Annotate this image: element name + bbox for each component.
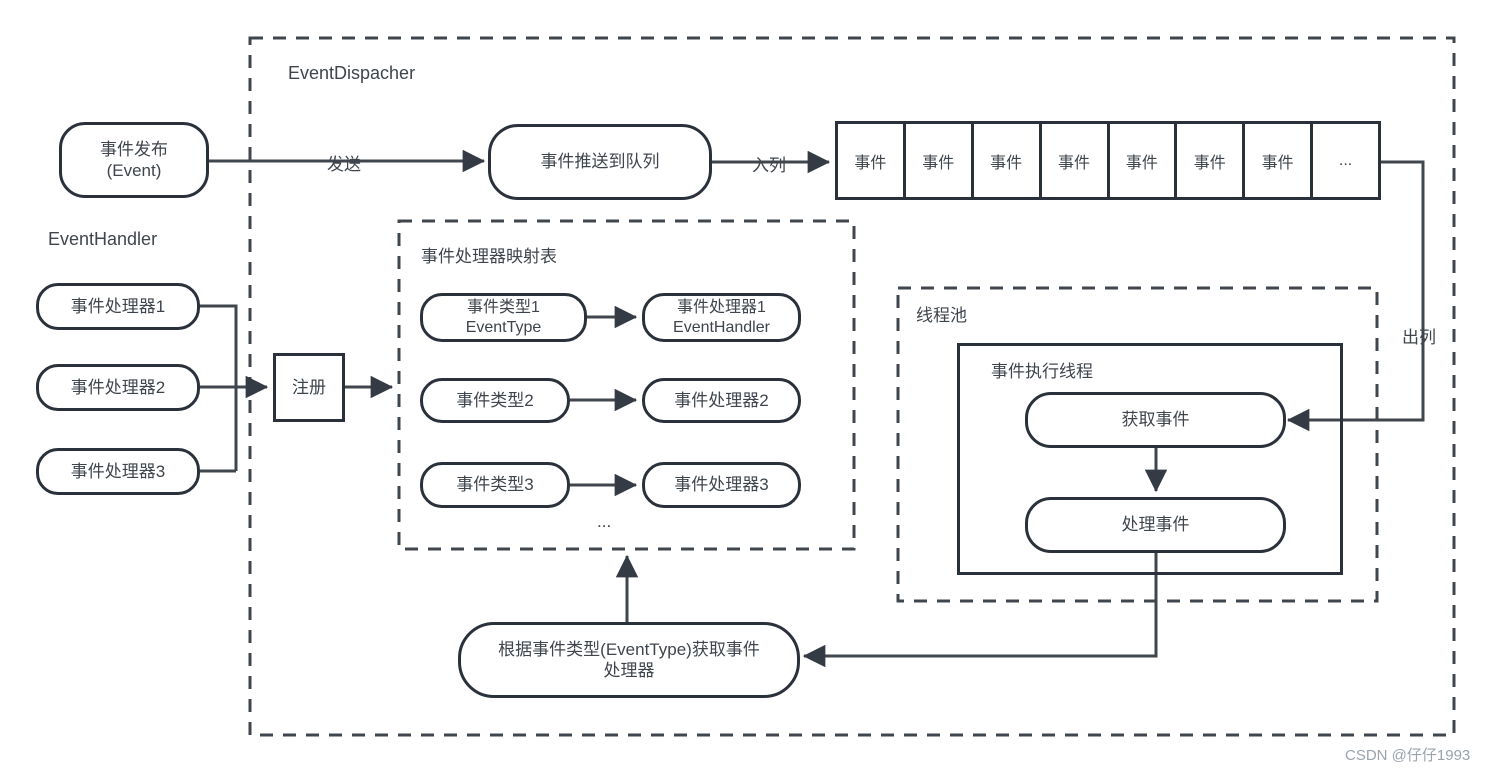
mapping-handler1-line2: EventHandler xyxy=(673,318,770,336)
mapping-handler1-line1: 事件处理器1 xyxy=(677,299,766,317)
process-to-lookup-arrow xyxy=(802,553,1158,668)
mapping-type2-node: 事件类型2 xyxy=(420,378,570,423)
event-publisher-line2: (Event) xyxy=(106,161,162,180)
queue-cell-ellipsis: ... xyxy=(1338,151,1353,169)
event-publisher-node: 事件发布 (Event) xyxy=(59,122,209,198)
queue-cell: 事件 xyxy=(1245,124,1314,197)
handler3-node: 事件处理器3 xyxy=(36,448,200,495)
enqueue-label: 入列 xyxy=(752,156,786,175)
queue-cell: 事件 xyxy=(906,124,974,197)
thread-pool-boundary xyxy=(896,286,1379,603)
send-label: 发送 xyxy=(327,155,361,174)
event-publisher-line1: 事件发布 xyxy=(100,139,168,159)
mapping-type1-line2: EventType xyxy=(465,318,542,336)
mapping-ellipsis: ... xyxy=(597,512,612,531)
event-handler-group-label: EventHandler xyxy=(48,229,158,249)
mapping-table-title: 事件处理器映射表 xyxy=(421,247,557,266)
push-to-queue-node: 事件推送到队列 xyxy=(488,124,712,200)
process-event-node: 处理事件 xyxy=(1025,497,1286,553)
mapping-handler3-node: 事件处理器3 xyxy=(642,462,801,508)
lookup-handler-line2: 处理器 xyxy=(603,661,655,680)
queue-cell: 事件 xyxy=(1177,124,1246,197)
dispatcher-title: EventDispacher xyxy=(288,63,416,83)
exec-thread-box xyxy=(957,343,1343,575)
mapping-type3-node: 事件类型3 xyxy=(420,462,570,508)
exec-thread-title: 事件执行线程 xyxy=(991,362,1093,381)
watermark: CSDN @仔仔1993 xyxy=(1345,747,1471,764)
mapping-type1-line1: 事件类型1 xyxy=(467,299,540,317)
dequeue-arrow xyxy=(1286,160,1425,432)
handler2-node: 事件处理器2 xyxy=(36,364,200,411)
queue-cell: 事件 xyxy=(838,124,906,197)
handler1-connector xyxy=(200,304,238,471)
event-queue: 事件 事件 事件 事件 事件 事件 事件 ... xyxy=(835,121,1381,200)
register-node: 注册 xyxy=(273,353,345,422)
lookup-handler-line1: 根据事件类型(EventType)获取事件 xyxy=(498,639,760,659)
mapping-type1-node: 事件类型1 EventType xyxy=(420,293,587,342)
queue-cell: 事件 xyxy=(974,124,1042,197)
lookup-handler-node: 根据事件类型(EventType)获取事件 处理器 xyxy=(458,622,800,698)
mapping-handler1-node: 事件处理器1 EventHandler xyxy=(642,293,801,342)
queue-cell: 事件 xyxy=(1042,124,1110,197)
fetch-event-node: 获取事件 xyxy=(1025,392,1286,448)
mapping-handler2-node: 事件处理器2 xyxy=(642,378,801,423)
thread-pool-title: 线程池 xyxy=(916,306,967,325)
dequeue-label: 出列 xyxy=(1402,328,1436,347)
handler1-node: 事件处理器1 xyxy=(36,283,200,330)
queue-cell: 事件 xyxy=(1110,124,1178,197)
